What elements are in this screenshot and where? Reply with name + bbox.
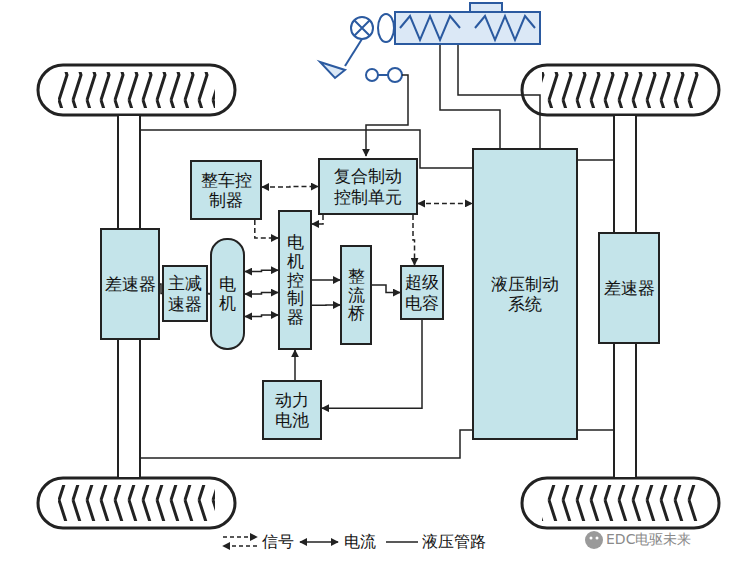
node-label: 差速器 [604, 278, 655, 298]
legend-sample [223, 537, 257, 546]
signal-connector [312, 215, 323, 224]
legend-text: 电流 [344, 532, 376, 553]
signal-connector [418, 203, 472, 205]
signal-connector [262, 186, 318, 188]
node-label: 主减速器 [167, 273, 203, 314]
legend-text: 液压管路 [422, 532, 486, 553]
node-label: 复合制动控制单元 [333, 166, 403, 207]
reducer-box: 主减速器 [162, 265, 208, 322]
tyre [522, 65, 719, 115]
hydraulic-pipes [140, 45, 614, 458]
node-label: 液压制动系统 [490, 274, 560, 315]
current-connector [312, 279, 340, 281]
node-label: 整流桥 [348, 267, 365, 323]
current-connector [245, 270, 278, 271]
current-connector [312, 304, 340, 306]
tyre [38, 478, 235, 528]
node-label: 整车控制器 [200, 170, 253, 211]
watermark-icon [585, 531, 603, 549]
tyre [38, 65, 235, 115]
current-connector [322, 320, 422, 408]
controller-box: 整车控制器 [190, 160, 262, 220]
current-connector [245, 293, 278, 294]
supercapacitor-box: 超级电容 [400, 265, 444, 320]
current-connector [245, 315, 278, 316]
node-label: 差速器 [105, 274, 156, 294]
brake-pedal-master-cylinder [320, 3, 540, 82]
current-connector [372, 285, 400, 293]
hydraulic-brake-box: 液压制动系统 [472, 148, 578, 440]
tyre [522, 478, 719, 528]
pedal-signal-line [366, 75, 408, 156]
legend-text: 信号 [262, 532, 294, 553]
legend-sample [386, 541, 418, 543]
node-label: 电机控制器 [287, 233, 304, 326]
node-label: 电机 [219, 275, 236, 312]
signal-connector [413, 215, 415, 265]
differential-box: 差速器 [100, 228, 160, 340]
rectifier-box: 整流桥 [340, 245, 372, 345]
motor-box: 电机 [210, 238, 245, 350]
node-label: 超级电容 [404, 272, 440, 313]
differential-box: 差速器 [598, 232, 660, 344]
watermark: EDC电驱未来 [606, 531, 691, 549]
current-connector [294, 350, 296, 380]
motor-controller-box: 电机控制器 [278, 210, 312, 350]
legend-sample [300, 541, 338, 543]
node-label: 动力电池 [274, 390, 310, 431]
battery-box: 动力电池 [262, 380, 322, 440]
control-unit-box: 复合制动控制单元 [318, 158, 418, 215]
tyres [38, 65, 719, 528]
signal-connector [255, 220, 278, 238]
